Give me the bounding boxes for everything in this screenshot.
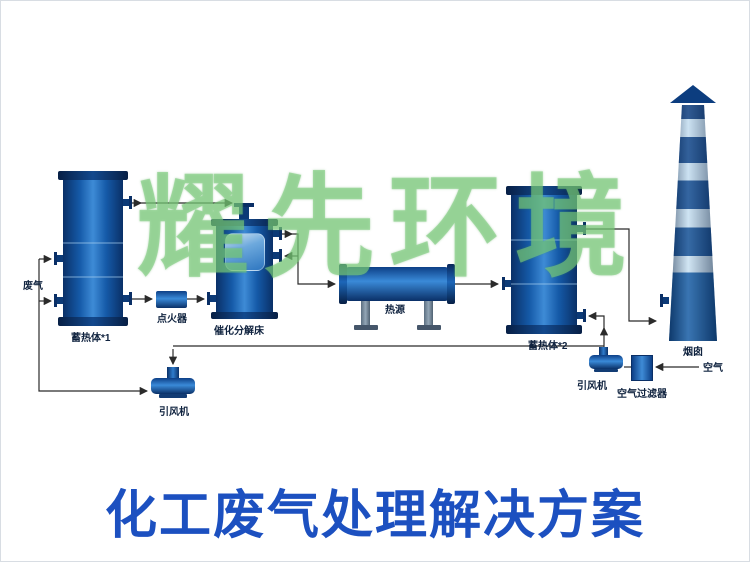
nozzle [123, 196, 132, 209]
catalytic-bed [207, 203, 282, 319]
vessel-flange [58, 171, 128, 180]
label-chimney: 烟囱 [683, 347, 703, 358]
vessel-flange [339, 264, 347, 304]
chimney-cap [670, 85, 716, 103]
vessel-flange [58, 317, 128, 326]
support-foot [354, 325, 378, 330]
heat-accumulator-1 [54, 171, 132, 326]
label-igniter: 点火器 [157, 314, 187, 325]
vessel-flange [506, 186, 582, 195]
fan-base [159, 394, 187, 398]
fan-outlet-pipe [599, 347, 608, 357]
label-fan-left: 引风机 [159, 407, 189, 418]
inspection-window [225, 233, 265, 271]
label-fan-right: 引风机 [577, 381, 607, 392]
vessel-flange [506, 325, 582, 334]
label-air-filter: 空气过滤器 [617, 389, 667, 400]
nozzle [54, 294, 63, 307]
chimney-stack [669, 105, 717, 341]
nozzle [234, 203, 254, 219]
vessel-body [63, 180, 123, 317]
support-leg [361, 301, 370, 327]
support-foot [417, 325, 441, 330]
nozzle [577, 222, 586, 235]
nozzle [502, 277, 511, 290]
nozzle [577, 309, 586, 322]
igniter [156, 291, 187, 308]
induced-draft-fan-left [151, 367, 195, 401]
induced-draft-fan-right [589, 347, 623, 375]
vessel-flange [447, 264, 455, 304]
support-leg [424, 301, 433, 327]
nozzle [54, 252, 63, 265]
label-accumulator-2: 蓄热体*2 [528, 341, 568, 352]
air-filter [631, 355, 653, 381]
vessel-body [345, 267, 449, 301]
nozzle [123, 292, 132, 305]
nozzle [273, 227, 282, 240]
nozzle [273, 249, 282, 262]
nozzle [660, 294, 669, 307]
label-waste-gas: 废气 [23, 281, 43, 292]
fan-base [594, 369, 618, 372]
heat-accumulator-2 [502, 186, 586, 334]
vessel-flange [211, 219, 278, 226]
chimney [660, 85, 717, 341]
label-air: 空气 [703, 363, 723, 374]
nozzle [207, 292, 216, 305]
fan-body [151, 378, 195, 394]
vessel-body [511, 195, 577, 325]
label-catalytic-bed: 催化分解床 [214, 326, 264, 337]
fan-outlet-pipe [167, 367, 179, 380]
heat-source [339, 264, 455, 330]
label-accumulator-1: 蓄热体*1 [71, 333, 111, 344]
label-heat-source: 热源 [385, 305, 405, 316]
fan-body [589, 355, 623, 369]
vessel-flange [211, 312, 278, 319]
page-title: 化工废气处理解决方案 [104, 488, 645, 545]
